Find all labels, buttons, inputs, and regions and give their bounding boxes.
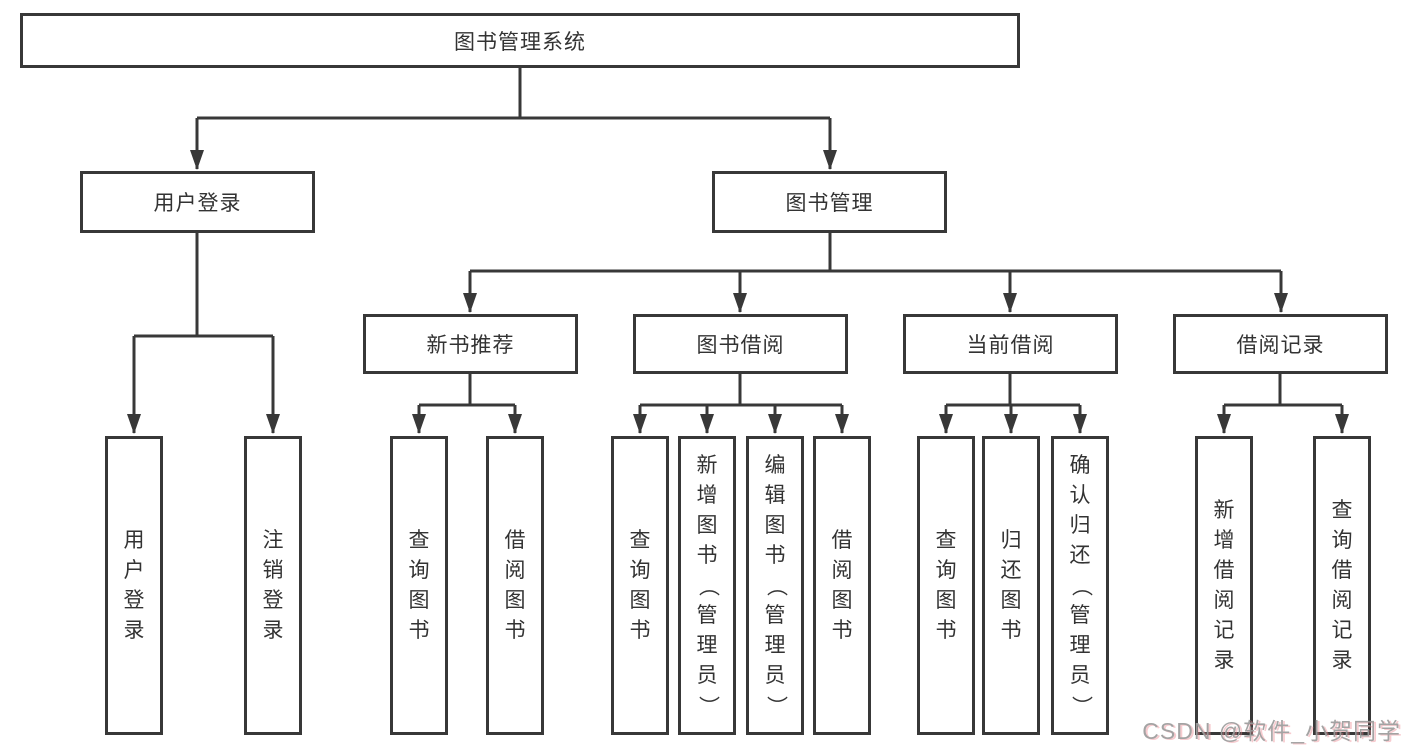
connector-manage bbox=[470, 233, 1281, 273]
node-book-borrow: 图书借阅 bbox=[633, 314, 848, 374]
leaf-query-books-current: 查询图书 bbox=[917, 436, 975, 735]
leaf-query-books-borrow: 查询图书 bbox=[611, 436, 669, 735]
leaf-add-books-admin: 新增图书（管理员） bbox=[678, 436, 736, 735]
leaf-query-borrow-record: 查询借阅记录 bbox=[1313, 436, 1371, 735]
node-user-login: 用户登录 bbox=[80, 171, 315, 233]
node-root-system: 图书管理系统 bbox=[20, 13, 1020, 68]
leaf-edit-books-admin: 编辑图书（管理员） bbox=[746, 436, 804, 735]
leaf-user-login: 用户登录 bbox=[105, 436, 163, 735]
connector-current bbox=[946, 374, 1080, 407]
connector-borrow bbox=[640, 374, 842, 407]
leaf-query-books-newbook: 查询图书 bbox=[390, 436, 448, 735]
node-new-book-recommend: 新书推荐 bbox=[363, 314, 578, 374]
node-borrow-records: 借阅记录 bbox=[1173, 314, 1388, 374]
connector-newbook bbox=[419, 374, 515, 407]
node-current-borrow: 当前借阅 bbox=[903, 314, 1118, 374]
connector-root bbox=[197, 68, 830, 120]
csdn-watermark: CSDN @软件_小贺同学 bbox=[1142, 718, 1401, 744]
connector-records bbox=[1224, 374, 1342, 407]
connector-login bbox=[134, 233, 273, 338]
leaf-return-books: 归还图书 bbox=[982, 436, 1040, 735]
leaf-borrow-books: 借阅图书 bbox=[813, 436, 871, 735]
leaf-add-borrow-record: 新增借阅记录 bbox=[1195, 436, 1253, 735]
leaf-logout: 注销登录 bbox=[244, 436, 302, 735]
leaf-borrow-books-newbook: 借阅图书 bbox=[486, 436, 544, 735]
leaf-confirm-return-admin: 确认归还（管理员） bbox=[1051, 436, 1109, 735]
node-book-manage: 图书管理 bbox=[712, 171, 947, 233]
